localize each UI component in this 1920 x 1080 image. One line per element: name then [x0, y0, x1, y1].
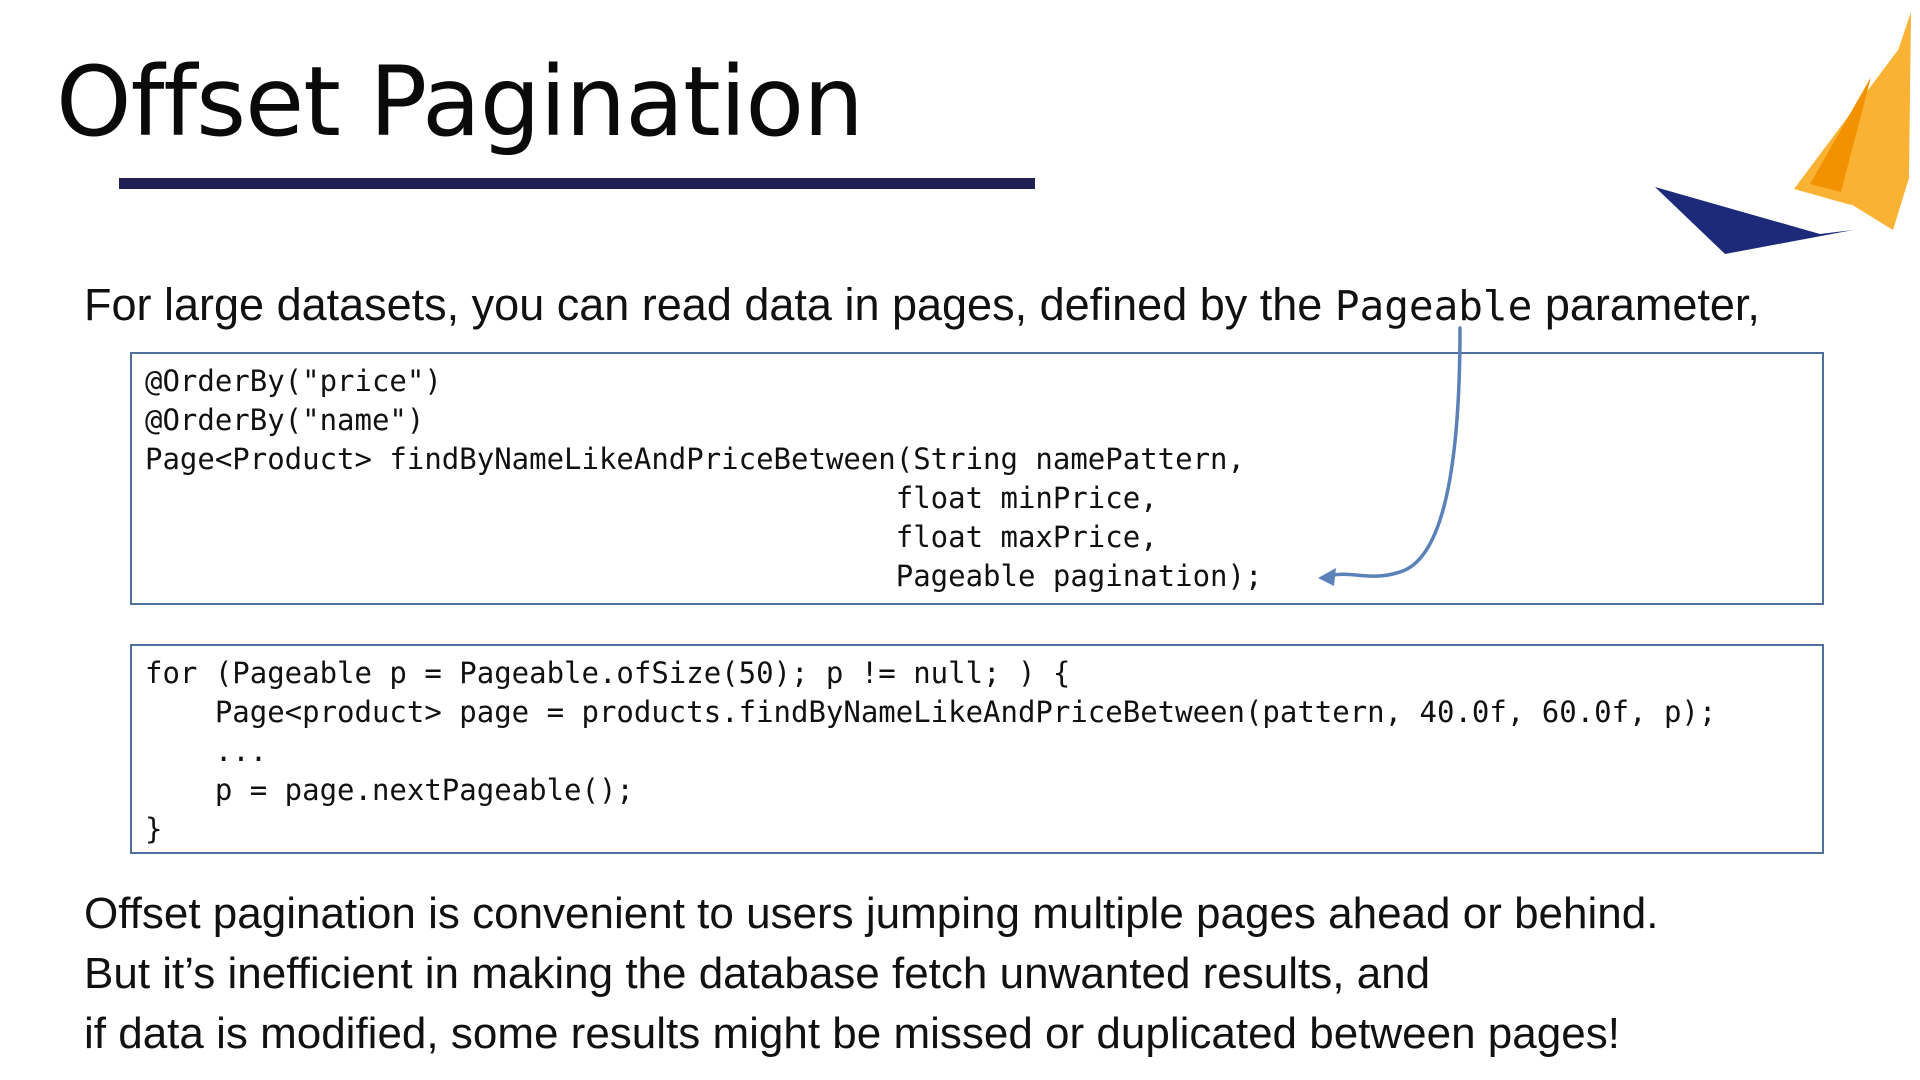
closing-line: if data is modified, some results might … — [84, 1009, 1620, 1058]
code-line: ... — [145, 734, 268, 768]
code-line: for (Pageable p = Pageable.ofSize(50); p… — [145, 656, 1071, 690]
code-line: @OrderBy("price") — [145, 364, 442, 398]
intro-code-pageable: Pageable — [1334, 282, 1533, 330]
title-underline — [119, 178, 1035, 189]
code-block-pagination-loop: for (Pageable p = Pageable.ofSize(50); p… — [130, 644, 1824, 854]
code-line: } — [145, 812, 163, 846]
code-line: @OrderBy("name") — [145, 403, 425, 437]
code-line: p = page.nextPageable(); — [145, 773, 634, 807]
sailboat-logo-icon — [1655, 12, 1911, 254]
code-line: float maxPrice, — [145, 520, 1158, 554]
code-line: Page<Product> findByNameLikeAndPriceBetw… — [145, 442, 1245, 476]
code-line: Pageable pagination); — [145, 559, 1263, 593]
closing-paragraph: Offset pagination is convenient to users… — [84, 884, 1658, 1064]
intro-text: For large datasets, you can read data in… — [84, 276, 1760, 335]
code-block-repository-method: @OrderBy("price") @OrderBy("name") Page<… — [130, 352, 1824, 605]
intro-before: For large datasets, you can read data in… — [84, 279, 1335, 330]
code-line: Page<product> page = products.findByName… — [145, 695, 1717, 729]
code-line: float minPrice, — [145, 481, 1158, 515]
intro-after: parameter, — [1532, 279, 1760, 330]
closing-line: But it’s inefficient in making the datab… — [84, 949, 1431, 998]
closing-line: Offset pagination is convenient to users… — [84, 889, 1659, 938]
slide-title: Offset Pagination — [56, 46, 864, 158]
